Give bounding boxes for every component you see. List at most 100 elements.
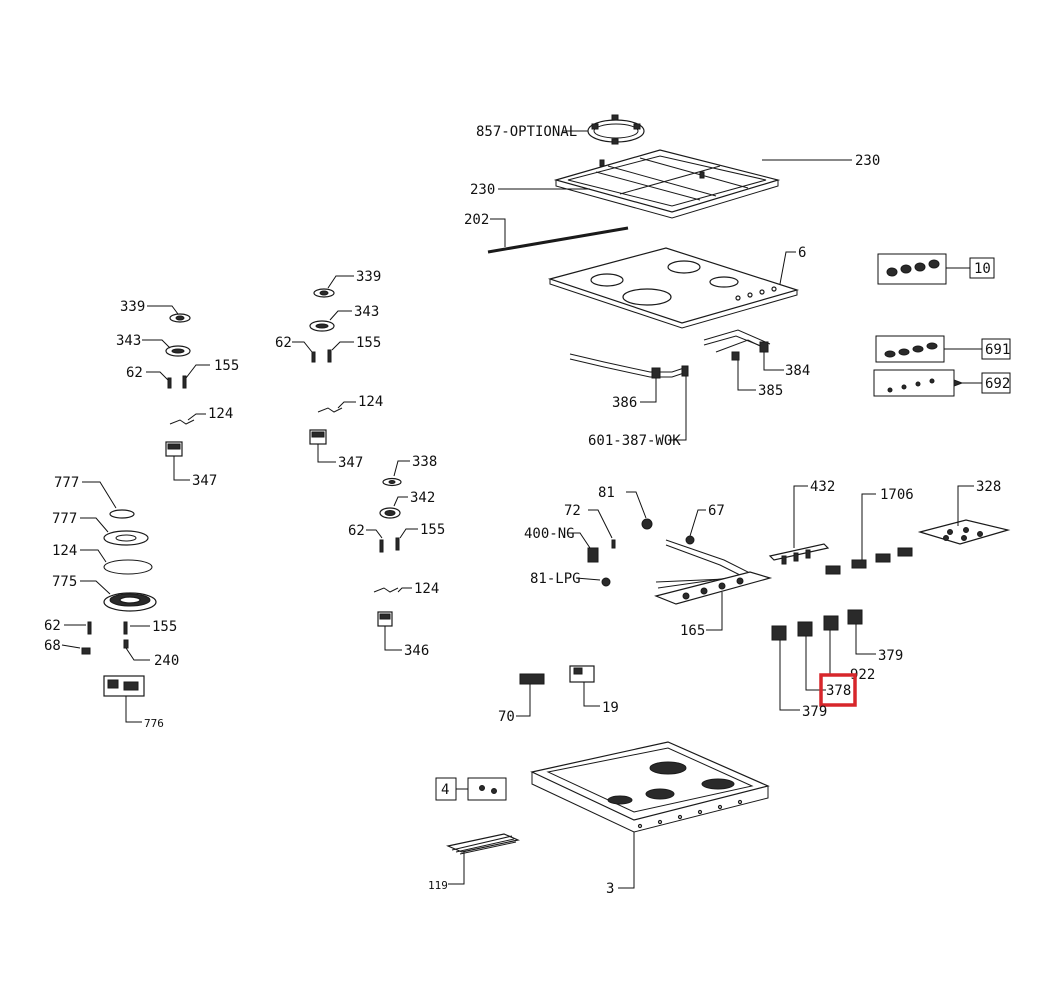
callout-124-left[interactable]: 124 bbox=[208, 406, 233, 422]
callout-68[interactable]: 68 bbox=[44, 638, 61, 654]
callout-339-left[interactable]: 339 bbox=[120, 299, 145, 315]
callout-62-left[interactable]: 62 bbox=[126, 365, 143, 381]
part-339-cap-left[interactable] bbox=[169, 313, 191, 323]
part-6-glass-top[interactable] bbox=[547, 247, 800, 329]
callout-400-ng[interactable]: 400-NG bbox=[524, 526, 575, 542]
part-202-seal[interactable] bbox=[487, 226, 629, 254]
callout-432[interactable]: 432 bbox=[810, 479, 835, 495]
part-62-155-mid[interactable] bbox=[311, 349, 332, 363]
part-124-seal-ring[interactable] bbox=[103, 559, 153, 575]
part-81-injector[interactable] bbox=[641, 518, 653, 530]
part-346-valve[interactable] bbox=[377, 611, 393, 627]
callout-124-d[interactable]: 124 bbox=[52, 543, 77, 559]
callout-124-mid[interactable]: 124 bbox=[358, 394, 383, 410]
part-119-rails[interactable] bbox=[446, 833, 520, 855]
part-230-pan-support[interactable] bbox=[553, 149, 781, 219]
callout-155-right[interactable]: 155 bbox=[420, 522, 445, 538]
callout-124-right[interactable]: 124 bbox=[414, 581, 439, 597]
callout-62-mid[interactable]: 62 bbox=[275, 335, 292, 351]
part-777-large-cap[interactable] bbox=[103, 530, 149, 546]
part-240[interactable] bbox=[123, 639, 129, 649]
callout-692[interactable]: 692 bbox=[985, 376, 1010, 392]
callout-81[interactable]: 81 bbox=[598, 485, 615, 501]
callout-385[interactable]: 385 bbox=[758, 383, 783, 399]
part-691-knob-rings[interactable] bbox=[875, 335, 945, 363]
part-62-155-wok[interactable] bbox=[87, 621, 128, 635]
callout-202[interactable]: 202 bbox=[464, 212, 489, 228]
callout-775[interactable]: 775 bbox=[52, 574, 77, 590]
callout-347-left[interactable]: 347 bbox=[192, 473, 217, 489]
callout-165[interactable]: 165 bbox=[680, 623, 705, 639]
part-384-385-pipes[interactable] bbox=[703, 329, 771, 361]
part-432-bracket[interactable] bbox=[768, 543, 830, 565]
callout-1706[interactable]: 1706 bbox=[880, 487, 914, 503]
part-124-mid[interactable] bbox=[317, 407, 343, 413]
callout-386[interactable]: 386 bbox=[612, 395, 637, 411]
part-857-wok-ring[interactable] bbox=[587, 114, 645, 145]
callout-777-b[interactable]: 777 bbox=[52, 511, 77, 527]
part-400-ng[interactable] bbox=[587, 547, 599, 563]
callout-19[interactable]: 19 bbox=[602, 700, 619, 716]
callout-776[interactable]: 776 bbox=[144, 717, 164, 730]
callout-70[interactable]: 70 bbox=[498, 709, 515, 725]
callout-691[interactable]: 691 bbox=[985, 342, 1010, 358]
callout-342[interactable]: 342 bbox=[410, 490, 435, 506]
part-347-valve-left[interactable] bbox=[165, 441, 183, 457]
callout-338[interactable]: 338 bbox=[412, 454, 437, 470]
callout-155-left[interactable]: 155 bbox=[214, 358, 239, 374]
callout-240[interactable]: 240 bbox=[154, 653, 179, 669]
callout-81-lpg[interactable]: 81-LPG bbox=[530, 571, 581, 587]
callout-3[interactable]: 3 bbox=[606, 881, 614, 897]
part-692-knob-springs[interactable] bbox=[873, 369, 955, 397]
part-343-ring-mid[interactable] bbox=[309, 320, 335, 332]
callout-347-mid[interactable]: 347 bbox=[338, 455, 363, 471]
callout-119[interactable]: 119 bbox=[428, 879, 448, 892]
part-62-155-left[interactable] bbox=[167, 375, 187, 389]
part-347-valve-mid[interactable] bbox=[309, 429, 327, 445]
callout-379-left[interactable]: 379 bbox=[802, 704, 827, 720]
callout-601-387-wok[interactable]: 601-387-WOK bbox=[588, 433, 681, 449]
callout-230-left[interactable]: 230 bbox=[470, 182, 495, 198]
part-62-155-right[interactable] bbox=[379, 537, 400, 553]
part-19-ignition-unit[interactable] bbox=[569, 665, 595, 683]
callout-328[interactable]: 328 bbox=[976, 479, 1001, 495]
part-386-pipe[interactable] bbox=[569, 353, 689, 379]
part-775-wok-burner[interactable] bbox=[103, 592, 157, 612]
part-10-knobs[interactable] bbox=[877, 253, 947, 285]
callout-343-left[interactable]: 343 bbox=[116, 333, 141, 349]
part-379-378-valves[interactable] bbox=[771, 609, 863, 641]
callout-6[interactable]: 6 bbox=[798, 245, 806, 261]
callout-155-mid[interactable]: 155 bbox=[356, 335, 381, 351]
callout-72[interactable]: 72 bbox=[564, 503, 581, 519]
callout-62-d[interactable]: 62 bbox=[44, 618, 61, 634]
callout-857-optional[interactable]: 857-OPTIONAL bbox=[476, 124, 577, 140]
part-3-base-tray[interactable] bbox=[530, 741, 770, 833]
part-165-manifold[interactable] bbox=[654, 571, 773, 605]
part-81-lpg[interactable] bbox=[601, 577, 611, 587]
part-342-ring[interactable] bbox=[379, 507, 401, 519]
callout-10[interactable]: 10 bbox=[974, 261, 991, 277]
part-70-igniter[interactable] bbox=[519, 673, 545, 685]
callout-379-right[interactable]: 379 bbox=[878, 648, 903, 664]
part-68[interactable] bbox=[81, 647, 91, 655]
callout-4[interactable]: 4 bbox=[441, 782, 449, 798]
part-4-screws[interactable] bbox=[467, 777, 507, 801]
callout-155-d[interactable]: 155 bbox=[152, 619, 177, 635]
callout-378[interactable]: 378 bbox=[826, 683, 851, 699]
part-339-cap-mid[interactable] bbox=[313, 288, 335, 298]
callout-777-a[interactable]: 777 bbox=[54, 475, 79, 491]
callout-230-right[interactable]: 230 bbox=[855, 153, 880, 169]
part-124-left[interactable] bbox=[169, 419, 195, 425]
callout-67[interactable]: 67 bbox=[708, 503, 725, 519]
part-1706-valves[interactable] bbox=[825, 547, 913, 575]
part-776-wok-valve[interactable] bbox=[103, 675, 145, 697]
part-328-plate[interactable] bbox=[917, 519, 1011, 545]
callout-62-right[interactable]: 62 bbox=[348, 523, 365, 539]
callout-384[interactable]: 384 bbox=[785, 363, 810, 379]
part-777-small-cap[interactable] bbox=[109, 509, 135, 519]
part-343-ring-left[interactable] bbox=[165, 345, 191, 357]
callout-343-mid[interactable]: 343 bbox=[354, 304, 379, 320]
part-124-right[interactable] bbox=[373, 587, 399, 593]
callout-339-mid[interactable]: 339 bbox=[356, 269, 381, 285]
callout-346[interactable]: 346 bbox=[404, 643, 429, 659]
